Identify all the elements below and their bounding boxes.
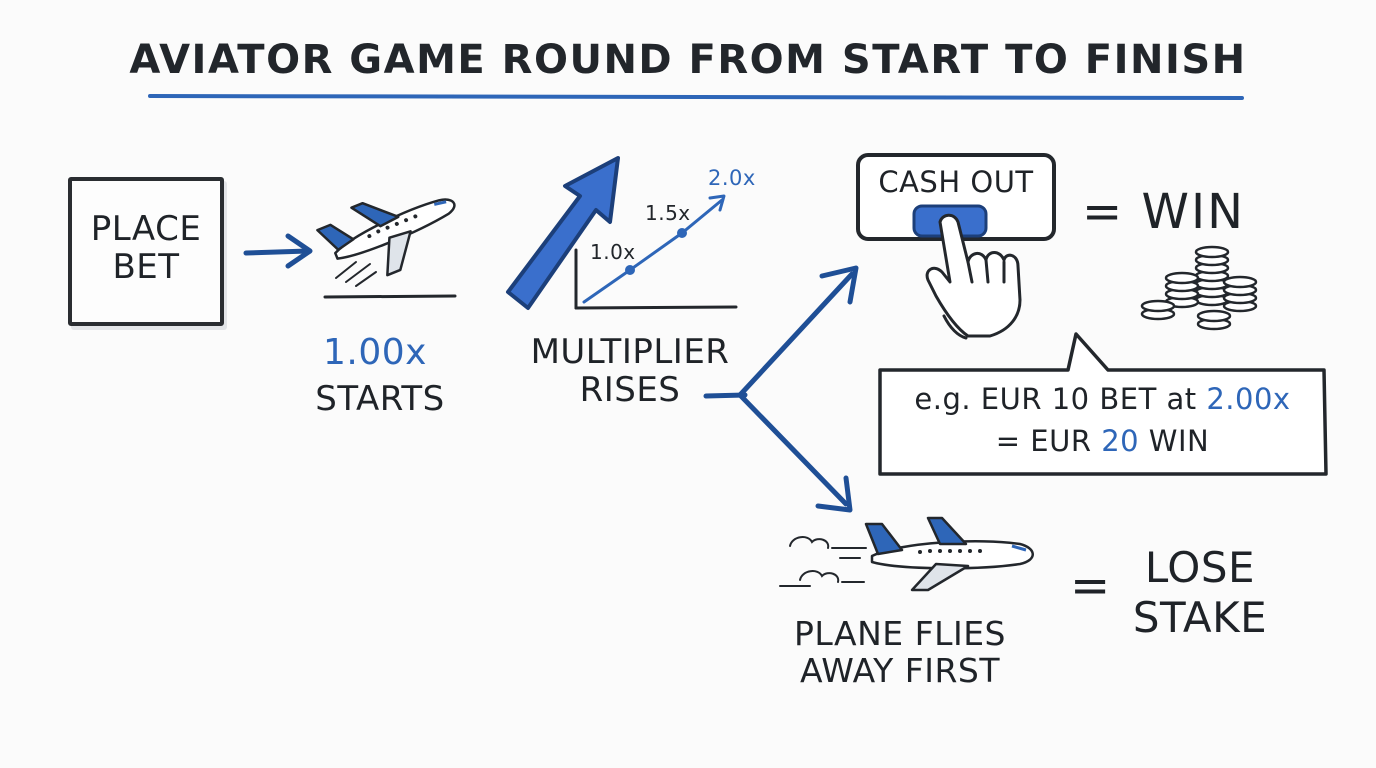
multiplier-mini-chart [574,248,738,310]
mini-chart-tick-3: 2.0x [708,166,756,190]
coin-stack-right [1222,275,1258,313]
plane-flying-away-icon [864,516,1034,592]
mini-chart-point-1 [625,265,635,275]
cashout-button-label: CASH OUT [878,165,1034,199]
start-multiplier-value: 1.00x [323,332,427,373]
coin-stacks-icon [1140,245,1258,331]
example-line2-prefix: = EUR [995,424,1102,458]
branch-arrow-up-head [819,265,859,305]
branch-arrow-down [737,392,849,507]
plane-takeoff-icon [316,198,456,277]
page-title: AVIATOR GAME ROUND FROM START TO FINISH [129,37,1247,83]
branch-arrow-up [737,271,855,398]
mini-chart-point-2 [677,228,687,238]
mini-chart-line [582,198,724,304]
branch-arrow-down-head [815,475,853,513]
example-line2-suffix: WIN [1139,424,1210,458]
example-line-2: = EUR 20 WIN [880,425,1325,457]
flyaway-speed-clouds [779,536,867,587]
mini-chart-tick-2: 1.5x [645,201,691,225]
title-underline [148,94,1244,100]
mini-chart-line-arrowhead [708,194,726,212]
example-amount: 20 [1101,424,1140,458]
win-result-label: = WIN [1082,184,1245,240]
branch-arrows [703,265,859,513]
coin-stack-tall [1194,245,1230,307]
takeoff-motion-lines [335,261,377,287]
lose-equals-sign: = [1070,558,1111,614]
example-prefix: e.g. EUR 10 BET at [914,382,1207,416]
place-bet-box [68,177,224,326]
runway-line [323,294,457,299]
mini-chart-tick-1: 1.0x [590,240,636,264]
example-multiplier: 2.00x [1206,382,1291,416]
start-label: STARTS [315,379,445,419]
arrow-to-plane [243,233,313,269]
mini-chart-x-axis [574,305,738,310]
hand-pointer-icon [925,213,1022,340]
rising-arrow-icon [506,156,620,310]
example-speech-bubble [878,332,1328,476]
example-line-1: e.g. EUR 10 BET at 2.00x [880,383,1325,415]
